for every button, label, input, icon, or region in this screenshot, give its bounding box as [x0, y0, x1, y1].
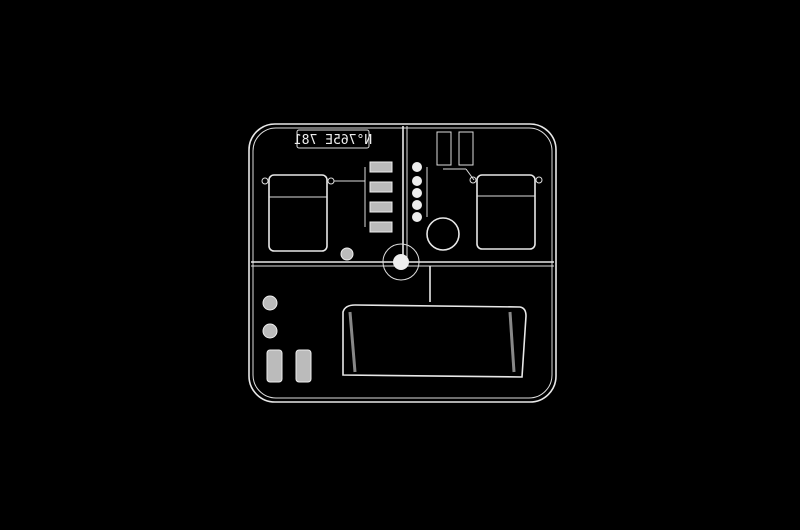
part-number-plate: N°765E 781 — [294, 129, 372, 149]
window-parts — [436, 131, 475, 181]
tray-part — [342, 304, 527, 378]
lamp-parts — [364, 161, 428, 233]
seat-right — [469, 174, 543, 250]
sprue-frame — [248, 123, 557, 403]
small-disc-part — [340, 247, 354, 261]
left-small-parts — [262, 295, 312, 383]
part-number-label: N°765E 781 — [294, 133, 372, 148]
seat-left — [261, 174, 365, 252]
ring-part — [426, 217, 460, 251]
hub-part — [382, 243, 420, 281]
